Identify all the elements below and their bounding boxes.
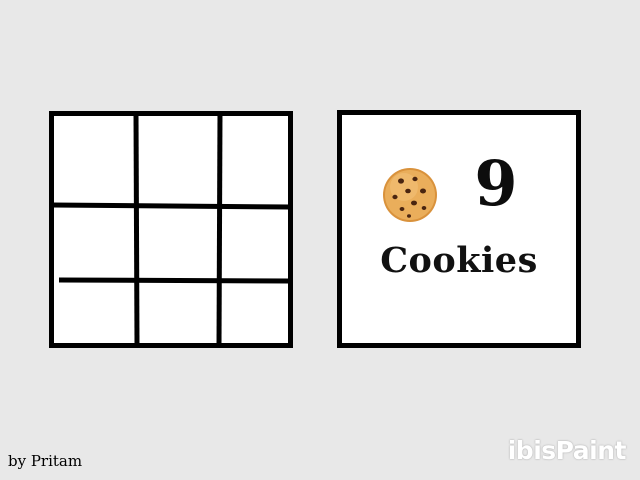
grid-line-horizontal-2 — [58, 277, 291, 284]
author-credit: by Pritam — [8, 452, 83, 470]
grid-line-horizontal-1 — [51, 202, 291, 210]
grid-border — [49, 111, 293, 348]
grid-line-vertical-1 — [133, 113, 140, 346]
cookie-count-card: 9 Cookies — [337, 110, 581, 348]
cookie-label: Cookies — [380, 240, 538, 281]
grid-line-vertical-2 — [216, 111, 223, 346]
app-watermark: ibisPaint — [507, 436, 627, 465]
cookie-icon — [383, 168, 437, 222]
cookie-count: 9 — [474, 147, 518, 220]
tic-tac-toe-grid — [49, 111, 293, 348]
